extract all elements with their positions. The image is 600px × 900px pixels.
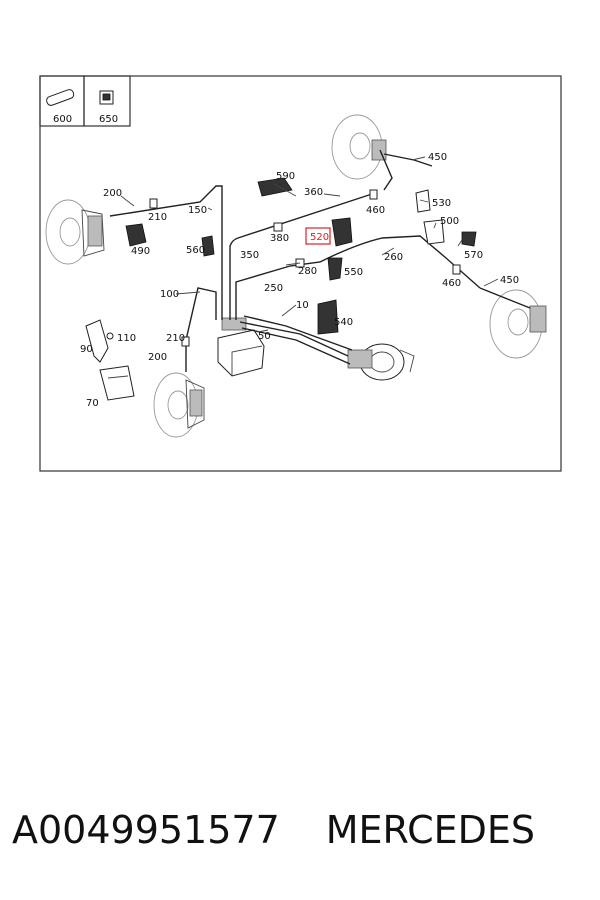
rear-left-brake-disc [153,372,205,438]
clip-parts [125,177,477,335]
callout-460-rear: 460 [442,278,461,289]
abs-hydraulic-unit [217,317,265,377]
callout-450-front: 450 [428,152,447,163]
callout-250: 250 [264,283,283,294]
legend-label-650: 650 [99,114,118,125]
callout-450-rear: 450 [500,275,519,286]
callout-360: 360 [304,187,323,198]
callout-150: 150 [188,205,207,216]
callout-570: 570 [464,250,483,261]
leader-lines [120,156,499,333]
callout-530: 530 [432,198,451,209]
clip-part-icon [99,90,114,105]
callout-90: 90 [80,344,93,355]
callout-550: 550 [344,267,363,278]
callout-460-front: 460 [366,205,385,216]
callout-210-rear: 210 [166,333,185,344]
callout-500: 500 [440,216,459,227]
callout-490: 490 [131,246,150,257]
callout-280: 280 [298,266,317,277]
brake-booster [347,343,415,381]
callout-200-rear: 200 [148,352,167,363]
part-number: A0049951577 [12,808,280,852]
sensor-bracket-parts [85,319,135,401]
callout-10: 10 [296,300,309,311]
callout-70: 70 [86,398,99,409]
callout-540: 540 [334,317,353,328]
callout-520: 520 [310,232,329,243]
callout-50: 50 [258,331,271,342]
sleeve-part-icon [46,89,75,106]
callout-100: 100 [160,289,179,300]
brake-lines [109,149,531,372]
callout-520-highlight-box [305,227,331,245]
brand-name: MERCEDES [325,808,536,852]
callout-350: 350 [240,250,259,261]
rear-right-brake-disc [489,289,547,359]
callout-560: 560 [186,245,205,256]
callout-200-front: 200 [103,188,122,199]
callout-260: 260 [384,252,403,263]
caption: A0049951577 MERCEDES [12,808,592,858]
legend-label-600: 600 [53,114,72,125]
legend-box: 600 650 [39,75,131,127]
front-left-brake-disc [45,199,105,265]
callout-110: 110 [117,333,136,344]
callout-210-front: 210 [148,212,167,223]
callout-590: 590 [276,171,295,182]
diagram-frame [39,75,562,472]
callout-380: 380 [270,233,289,244]
front-right-brake-disc [331,114,387,180]
